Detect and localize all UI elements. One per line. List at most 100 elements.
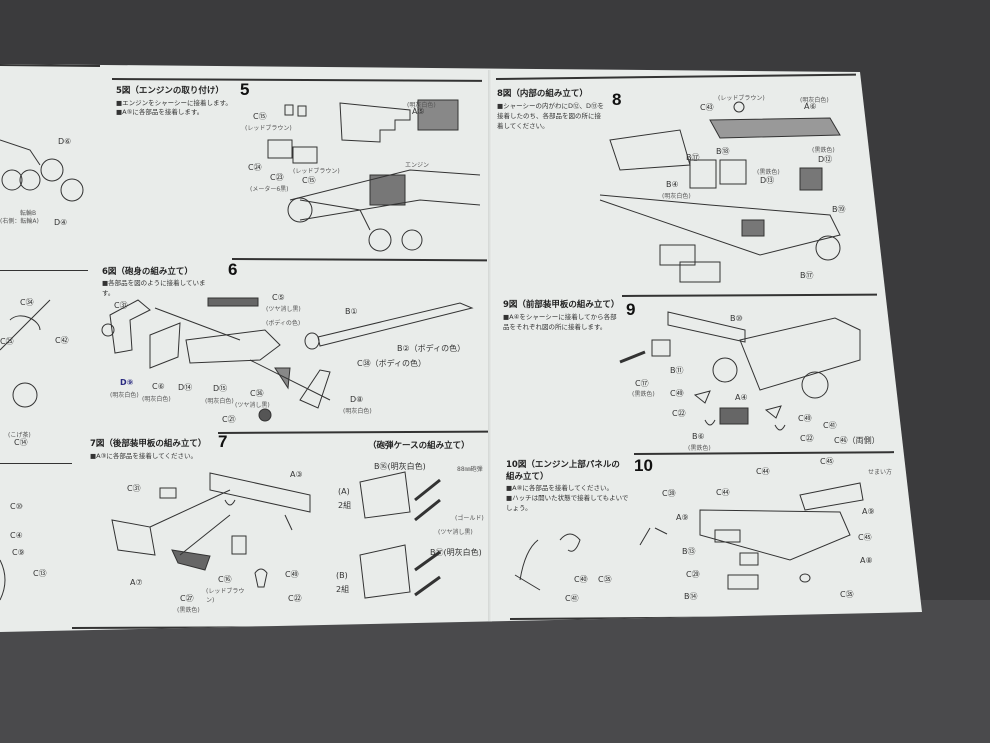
shell-case-drawing — [359, 471, 441, 599]
section-title: （砲弾ケースの組み立て） — [368, 441, 470, 451]
part-label: B⑥ — [692, 432, 705, 441]
part-label: D⑧ — [350, 395, 364, 404]
part-label: D⑭ — [178, 383, 193, 392]
step-number: 10 — [634, 456, 653, 475]
part-label: C㉙ — [686, 570, 700, 579]
step-title: 10図（エンジン上部パネルの組み立て） — [506, 460, 620, 482]
step-number: 6 — [228, 260, 238, 279]
part-label: C㉕ — [0, 337, 14, 346]
color-note: (黒鉄色) — [632, 391, 655, 398]
part-label: (A) — [338, 487, 350, 496]
part-label: C㉒ — [800, 434, 814, 443]
part-label: A⑦ — [130, 578, 143, 587]
part-label: C㊾ — [670, 389, 684, 398]
part-label: C㉑ — [222, 415, 236, 424]
color-note: (ボディの色) — [266, 320, 301, 327]
color-note: (黒鉄色) — [688, 445, 711, 452]
divider — [0, 463, 72, 464]
part-label: C㉟ — [598, 575, 612, 584]
part-label: B⑯(明灰白色) — [374, 462, 426, 471]
note: せまい方 — [868, 469, 893, 476]
part-label: A④ — [735, 393, 748, 402]
instruction: ■エンジンをシャーシーに接着します。 — [116, 99, 232, 107]
color-note: (明灰白色) — [407, 102, 436, 109]
part-label: C㊺ — [820, 457, 834, 466]
step-title: 8図（内部の組み立て） — [497, 89, 588, 99]
step-title: 6図（砲身の組み立て） — [102, 267, 193, 277]
part-label: A③ — [290, 470, 303, 479]
part-label: (B) — [336, 571, 348, 580]
part-label: C㊾ — [285, 570, 299, 579]
color-note: (ツヤ消し黒) — [438, 529, 473, 536]
left-strip-drawing — [0, 139, 84, 601]
color-note: (明灰白色) — [343, 408, 372, 415]
part-label: B⑱ — [716, 147, 730, 156]
color-note: (レッドブラウン) — [718, 95, 765, 102]
divider — [0, 270, 88, 271]
color-note: (メーター6黒) — [250, 186, 289, 193]
part-label: C㊶ — [823, 421, 837, 430]
step-number: 9 — [626, 300, 636, 319]
step-title: 7図（後部装甲板の組み立て） — [90, 439, 207, 449]
part-label: B⑬ — [682, 547, 696, 556]
color-note: (レッドブラウン) — [293, 168, 340, 175]
part-label: A⑧ — [860, 556, 873, 565]
step10-drawing — [514, 482, 864, 591]
part-label: A⑥ — [804, 102, 817, 111]
instruction: ■A⑧に各部品を接着してください。 — [506, 484, 614, 492]
part-label: エンジン — [405, 162, 430, 169]
part-label: C㊴ — [662, 489, 676, 498]
part-label: C㊹ — [756, 467, 770, 476]
part-label: 2組 — [338, 501, 352, 510]
color-note: (レッドブラウン) — [245, 125, 292, 132]
color-note: (レッドブラウン) — [206, 588, 245, 604]
instruction: ■A③に各部品を接着してください。 — [90, 452, 198, 460]
part-label: C㊺ — [858, 533, 872, 542]
part-label: C㉒ — [288, 594, 302, 603]
instruction: ■ハッチは開いた状態で接着してもよいでしょう。 — [506, 494, 629, 512]
part-label: D④ — [54, 218, 68, 227]
part-label: A⑨ — [676, 513, 689, 522]
part-label: C㉛ — [114, 301, 128, 310]
step9-drawing — [619, 311, 861, 431]
part-label: C⑮ — [302, 176, 316, 185]
part-label: C⑰ — [635, 379, 649, 388]
part-label: B⑰ — [686, 153, 700, 162]
step-title: 9図（前部装甲板の組み立て） — [503, 300, 620, 310]
part-label: D⑨ — [120, 378, 134, 387]
step7-drawing — [111, 472, 311, 588]
part-label: B⑩ — [730, 314, 743, 323]
part-label: C⑥ — [152, 382, 165, 391]
step6-drawing — [101, 297, 474, 422]
part-label: C㊾ — [798, 414, 812, 423]
part-label: D⑬ — [760, 176, 775, 185]
part-label: D⑫ — [818, 155, 833, 164]
step-number: 5 — [240, 80, 250, 99]
part-label: C㉒ — [672, 409, 686, 418]
part-label: B⑪ — [670, 366, 684, 375]
color-note: (黒鉄色) — [757, 169, 780, 176]
color-note: (ツヤ消し黒) — [266, 306, 301, 313]
instruction: ■A⑤に各部品を接着します。 — [116, 108, 204, 116]
fold-crease — [488, 70, 492, 625]
part-label: C㊳（ボディの色） — [357, 359, 427, 368]
color-note: (ゴールド) — [455, 515, 484, 522]
part-label: C㉔ — [248, 163, 262, 172]
step-number: 8 — [612, 90, 622, 109]
step8-drawing — [599, 101, 841, 283]
part-label: C㊷ — [55, 336, 69, 345]
instruction: ■シャーシーの内がわにD⑫、D⑬を接着したのち、各部品を図の所に接着してください… — [497, 102, 605, 130]
color-note: (こげ茶) — [8, 432, 31, 439]
step-title: 5図（エンジンの取り付け） — [116, 86, 224, 96]
color-note: (明灰白色) — [662, 193, 691, 200]
part-label: A⑨ — [862, 507, 875, 516]
part-label: C㊻（両側） — [834, 436, 880, 445]
color-note: (黒鉄色) — [812, 147, 835, 154]
color-note: 転輪B — [20, 210, 37, 217]
part-label: C⑩ — [10, 502, 23, 511]
part-label: B②（ボディの色） — [397, 344, 466, 353]
part-label: 88㎜砲弾 — [457, 466, 483, 473]
part-label: C㊶ — [565, 594, 579, 603]
